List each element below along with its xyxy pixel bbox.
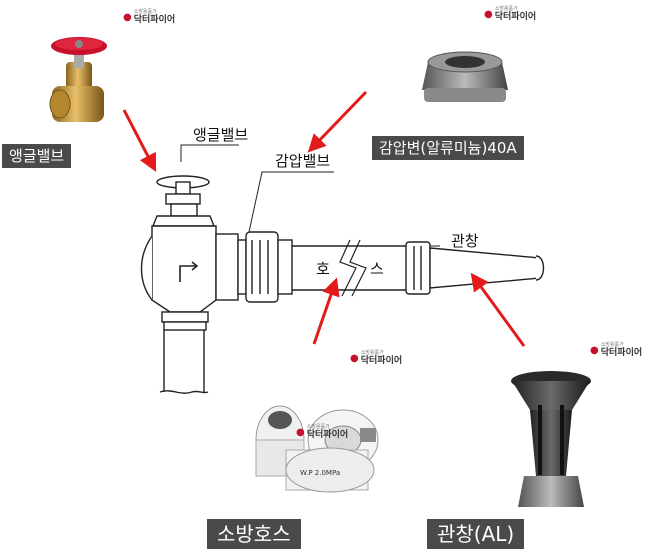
red-arrows: [122, 90, 526, 347]
valve-line-drawing: [140, 175, 545, 394]
hose-label-left: 호: [316, 260, 330, 278]
nozzle-label: 관창: [451, 232, 479, 250]
fire-hose-tag: 소방호스: [207, 519, 301, 549]
reducing-valve-label: 감압밸브: [275, 152, 331, 170]
watermark-3: ● 소방용품가 닥터파이어: [350, 350, 403, 366]
watermark-logo-icon: ●: [296, 426, 305, 438]
watermark-5: ● 소방용품가 닥터파이어: [296, 424, 349, 440]
angle-valve-tag: 앵글밸브: [2, 144, 72, 168]
watermark-logo-icon: ●: [590, 344, 599, 356]
watermark-logo-icon: ●: [350, 352, 359, 364]
watermark-logo-icon: ●: [484, 8, 493, 20]
fire-hose-photo: W.P 2.0MPa: [255, 405, 379, 493]
arrow-reducer: [307, 90, 368, 153]
reducer-tag: 감압변(알류미늄)40A: [372, 136, 524, 160]
reducer-photo: [422, 51, 508, 102]
leader-lines: [180, 144, 440, 247]
watermark-2: ● 소방용품가 닥터파이어: [484, 6, 537, 22]
watermark-4: ● 소방용품가 닥터파이어: [590, 342, 643, 358]
nozzle-tag: 관창(AL): [427, 519, 525, 549]
angle-valve-photo: [49, 37, 107, 122]
hose-label-right: 스: [370, 260, 384, 278]
arrow-angle-valve: [122, 109, 157, 172]
watermark-logo-icon: ●: [123, 11, 132, 23]
arrow-hose: [312, 277, 340, 345]
arrow-nozzle: [470, 272, 526, 347]
svg-text:W.P 2.0MPa: W.P 2.0MPa: [300, 469, 340, 477]
angle-valve-label: 앵글밸브: [193, 126, 249, 144]
watermark-1: ● 소방용품가 닥터파이어: [123, 9, 176, 25]
nozzle-photo: [511, 371, 591, 507]
